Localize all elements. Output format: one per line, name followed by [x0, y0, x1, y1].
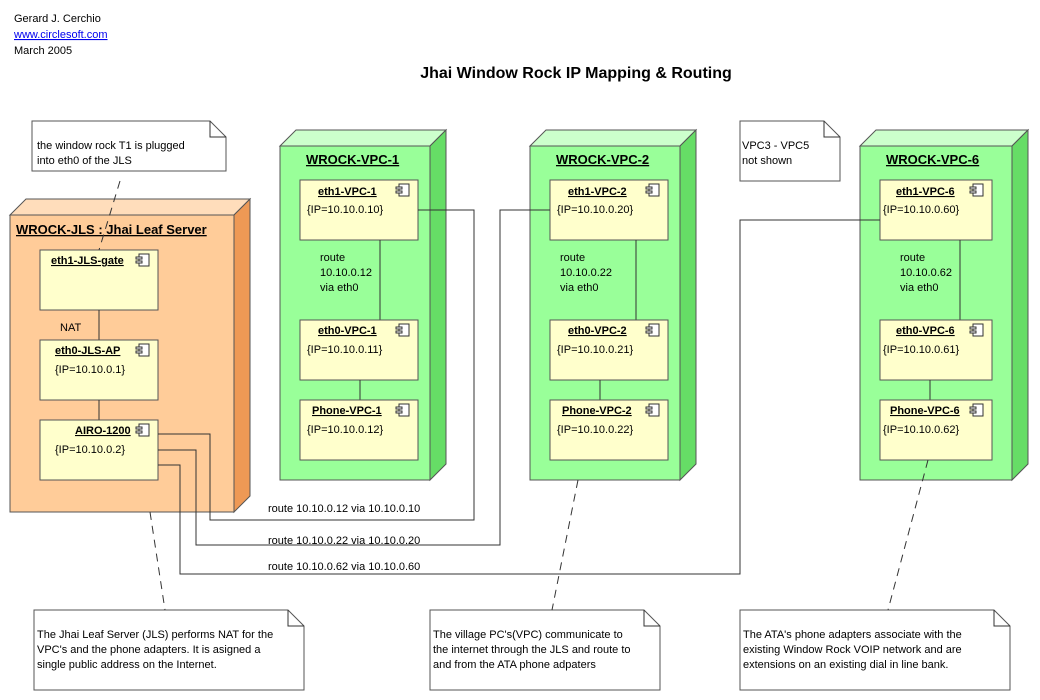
vpc1-route-line2: 10.10.0.12: [320, 267, 372, 279]
component-icon: [135, 423, 150, 437]
jls-ap-component[interactable]: eth0-JLS-AP {IP=10.10.0.1}: [39, 339, 159, 401]
component-icon: [969, 183, 984, 197]
vpc6-phone-name: Phone-VPC-6: [890, 405, 960, 417]
route-label-vpc2: route 10.10.0.22 via 10.10.0.20: [268, 535, 420, 547]
note-vpc-hidden: VPC3 - VPC5 not shown: [739, 120, 841, 182]
vpc6-eth0-ip: {IP=10.10.0.61}: [883, 344, 959, 356]
vpc2-phone-ip: {IP=10.10.0.22}: [557, 424, 633, 436]
note-jls-nat-anchor: [149, 511, 166, 611]
jls-gate-name: eth1-JLS-gate: [51, 255, 124, 267]
author-name: Gerard J. Cerchio: [14, 13, 101, 25]
component-icon: [645, 403, 660, 417]
component-icon: [969, 323, 984, 337]
diagram-title: Jhai Window Rock IP Mapping & Routing: [420, 65, 732, 82]
vpc1-title: WROCK-VPC-1: [306, 152, 399, 167]
vpc2-eth1-component[interactable]: eth1-VPC-2 {IP=10.10.0.20}: [549, 179, 669, 241]
vpc6-eth0-name: eth0-VPC-6: [896, 325, 955, 337]
note-jls-nat-line2: VPC's and the phone adapters. It is asig…: [37, 644, 261, 656]
vpc2-route-line2: 10.10.0.22: [560, 267, 612, 279]
route-label-vpc1: route 10.10.0.12 via 10.10.0.10: [268, 503, 420, 515]
vpc6-route-line1: route: [900, 252, 925, 264]
jls-node-title: WROCK-JLS : Jhai Leaf Server: [16, 222, 207, 237]
note-t1-anchor: [98, 180, 121, 251]
vpc1-route-line1: route: [320, 252, 345, 264]
route-link-vpc2: [158, 209, 550, 546]
jls-ap-name: eth0-JLS-AP: [55, 345, 120, 357]
vpc6-eth1-name: eth1-VPC-6: [896, 186, 955, 198]
vpc6-eth0-component[interactable]: eth0-VPC-6 {IP=10.10.0.61}: [879, 319, 993, 381]
note-village: The village PC's(VPC) communicate to the…: [429, 609, 661, 691]
note-village-line3: and from the ATA phone adpaters: [433, 659, 596, 671]
vpc2-eth0-name: eth0-VPC-2: [568, 325, 627, 337]
note-ata-line3: extensions on an existing dial in line b…: [743, 659, 948, 671]
vpc1-route-line3: via eth0: [320, 282, 359, 294]
vpc1-eth0-name: eth0-VPC-1: [318, 325, 377, 337]
vpc2-route-line1: route: [560, 252, 585, 264]
note-t1-line2: into eth0 of the JLS: [37, 155, 132, 167]
vpc2-eth1-name: eth1-VPC-2: [568, 186, 627, 198]
jls-gate-component[interactable]: eth1-JLS-gate: [39, 249, 159, 311]
airo-ip: {IP=10.10.0.2}: [55, 444, 125, 456]
vpc1-eth1-component[interactable]: eth1-VPC-1 {IP=10.10.0.10}: [299, 179, 419, 241]
note-ata-line2: existing Window Rock VOIP network and ar…: [743, 644, 962, 656]
vpc6-route-line2: 10.10.0.62: [900, 267, 952, 279]
component-icon: [135, 343, 150, 357]
vpc6-phone-component[interactable]: Phone-VPC-6 {IP=10.10.0.62}: [879, 399, 993, 461]
vpc6-eth1-component[interactable]: eth1-VPC-6 {IP=10.10.0.60}: [879, 179, 993, 241]
component-icon: [395, 183, 410, 197]
note-village-line2: the internet through the JLS and route t…: [433, 644, 631, 656]
route-label-vpc6: route 10.10.0.62 via 10.10.0.60: [268, 561, 420, 573]
vpc1-eth1-ip: {IP=10.10.0.10}: [307, 204, 383, 216]
airo-name: AIRO-1200: [75, 425, 131, 437]
vpc1-eth1-name: eth1-VPC-1: [318, 186, 377, 198]
vpc2-phone-component[interactable]: Phone-VPC-2 {IP=10.10.0.22}: [549, 399, 669, 461]
vpc1-eth0-component[interactable]: eth0-VPC-1 {IP=10.10.0.11}: [299, 319, 419, 381]
component-icon: [395, 403, 410, 417]
vpc2-eth0-ip: {IP=10.10.0.21}: [557, 344, 633, 356]
component-icon: [645, 323, 660, 337]
vpc1-eth0-ip: {IP=10.10.0.11}: [307, 344, 383, 356]
component-icon: [395, 323, 410, 337]
component-icon: [969, 403, 984, 417]
route-link-vpc1: [158, 209, 475, 521]
note-jls-nat-line1: The Jhai Leaf Server (JLS) performs NAT …: [37, 629, 273, 641]
vpc1-phone-ip: {IP=10.10.0.12}: [307, 424, 383, 436]
note-jls-nat: The Jhai Leaf Server (JLS) performs NAT …: [33, 609, 305, 691]
airo-component[interactable]: AIRO-1200 {IP=10.10.0.2}: [39, 419, 159, 481]
vpc6-title: WROCK-VPC-6: [886, 152, 979, 167]
note-t1: the window rock T1 is plugged into eth0 …: [31, 120, 227, 172]
note-ata-line1: The ATA's phone adapters associate with …: [743, 629, 962, 641]
document-date: March 2005: [14, 45, 72, 57]
component-icon: [645, 183, 660, 197]
note-ata-anchor: [887, 459, 929, 611]
note-village-anchor: [551, 479, 579, 611]
vpc2-eth0-component[interactable]: eth0-VPC-2 {IP=10.10.0.21}: [549, 319, 669, 381]
vpc2-route-line3: via eth0: [560, 282, 599, 294]
vpc1-phone-name: Phone-VPC-1: [312, 405, 382, 417]
vpc2-phone-name: Phone-VPC-2: [562, 405, 632, 417]
note-t1-line1: the window rock T1 is plugged: [37, 140, 185, 152]
vpc1-phone-component[interactable]: Phone-VPC-1 {IP=10.10.0.12}: [299, 399, 419, 461]
nat-label: NAT: [60, 322, 81, 334]
vpc2-title: WROCK-VPC-2: [556, 152, 649, 167]
note-jls-nat-line3: single public address on the Internet.: [37, 659, 217, 671]
note-vpc-hidden-line2: not shown: [742, 155, 792, 167]
note-vpc-hidden-line1: VPC3 - VPC5: [742, 140, 809, 152]
component-icon: [135, 253, 150, 267]
vpc6-eth1-ip: {IP=10.10.0.60}: [883, 204, 959, 216]
vpc6-route-line3: via eth0: [900, 282, 939, 294]
jls-ap-ip: {IP=10.10.0.1}: [55, 364, 125, 376]
vpc6-phone-ip: {IP=10.10.0.62}: [883, 424, 959, 436]
note-ata: The ATA's phone adapters associate with …: [739, 609, 1011, 691]
note-village-line1: The village PC's(VPC) communicate to: [433, 629, 623, 641]
route-link-vpc6: [158, 219, 880, 575]
vpc2-eth1-ip: {IP=10.10.0.20}: [557, 204, 633, 216]
website-link[interactable]: www.circlesoft.com: [13, 29, 108, 41]
